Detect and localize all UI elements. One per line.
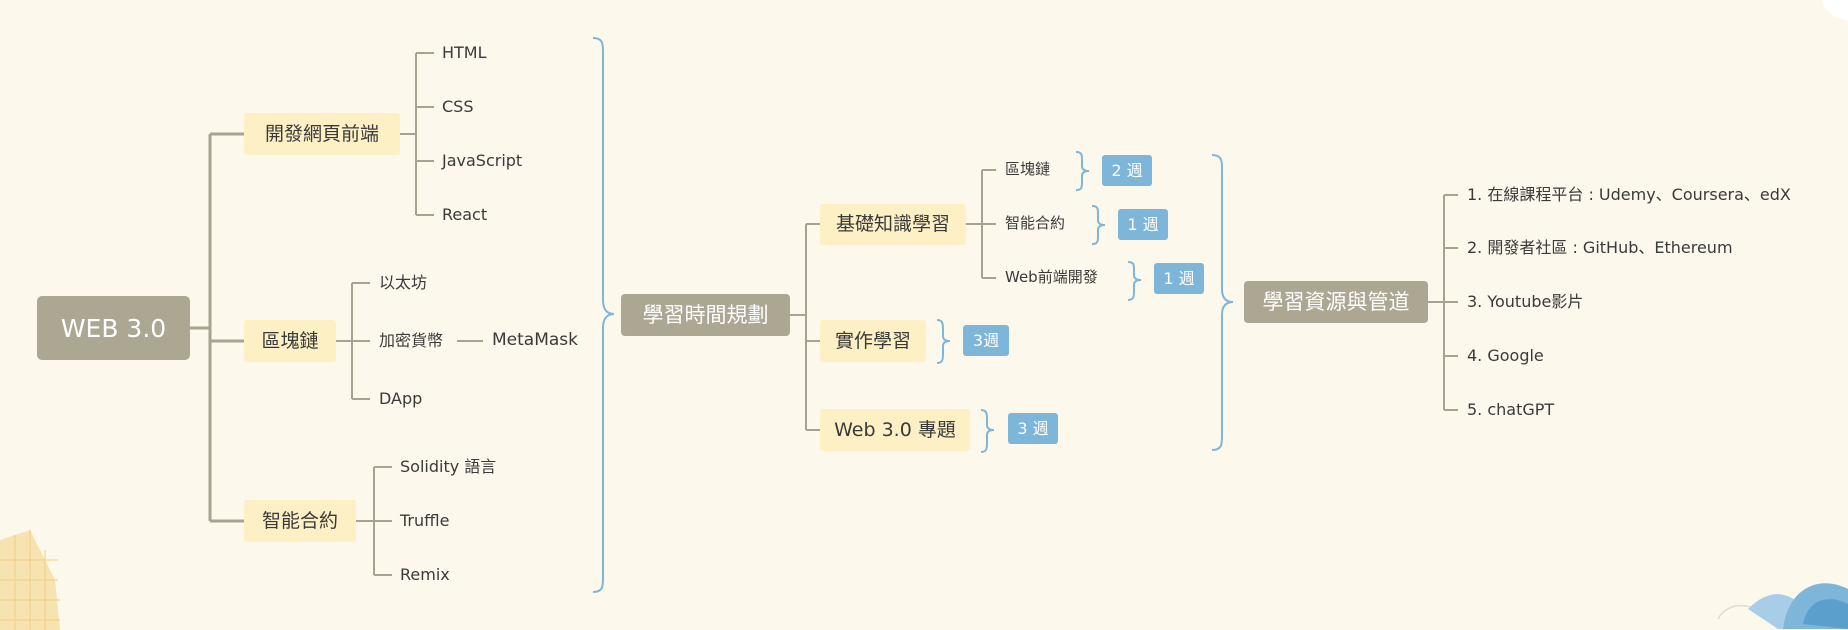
duration-badge-web-frontend: 1 週	[1154, 263, 1204, 294]
resource-item-2[interactable]: 2. 開發者社區 : GitHub、Ethereum	[1467, 238, 1733, 257]
basics-item-web-frontend[interactable]: Web前端開發	[1005, 268, 1098, 286]
resource-item-4[interactable]: 4. Google	[1467, 346, 1544, 365]
duration-badge-blockchain: 2 週	[1102, 155, 1152, 186]
grid-paper-decoration	[0, 530, 60, 630]
resource-item-1[interactable]: 1. 在線課程平台 : Udemy、Coursera、edX	[1467, 185, 1791, 204]
plan-basics[interactable]: 基礎知識學習	[820, 204, 966, 245]
duration-badge-practice: 3週	[963, 325, 1009, 356]
branch-frontend[interactable]: 開發網頁前端	[244, 113, 400, 155]
frontend-item-css[interactable]: CSS	[442, 97, 474, 116]
duration-badge-project: 3 週	[1008, 413, 1058, 444]
plan-project[interactable]: Web 3.0 專題	[820, 409, 970, 451]
frontend-item-react[interactable]: React	[442, 205, 488, 224]
blockchain-item-dapp[interactable]: DApp	[379, 389, 423, 408]
resource-item-3[interactable]: 3. Youtube影片	[1467, 292, 1584, 311]
resources-hub[interactable]: 學習資源與管道	[1244, 281, 1428, 323]
plan-practice[interactable]: 實作學習	[820, 320, 926, 362]
root-node[interactable]: WEB 3.0	[37, 296, 190, 360]
basics-item-blockchain[interactable]: 區塊鏈	[1005, 160, 1051, 178]
flower-decoration	[1717, 583, 1848, 629]
blockchain-item-crypto[interactable]: 加密貨幣	[379, 331, 444, 350]
contract-item-remix[interactable]: Remix	[400, 565, 450, 584]
basics-item-smart-contract[interactable]: 智能合約	[1005, 214, 1066, 232]
branch-smart-contract[interactable]: 智能合約	[244, 500, 356, 542]
blockchain-item-metamask[interactable]: MetaMask	[492, 330, 578, 350]
corner-button-decoration	[1821, 0, 1848, 20]
frontend-item-html[interactable]: HTML	[442, 43, 487, 62]
blockchain-item-ethereum[interactable]: 以太坊	[379, 273, 428, 292]
branch-blockchain[interactable]: 區塊鏈	[244, 320, 336, 362]
frontend-item-javascript[interactable]: JavaScript	[442, 151, 523, 170]
resource-item-5[interactable]: 5. chatGPT	[1467, 400, 1555, 419]
contract-item-truffle[interactable]: Truffle	[400, 511, 450, 530]
plan-hub[interactable]: 學習時間規劃	[621, 294, 790, 336]
contract-item-solidity[interactable]: Solidity 語言	[400, 457, 497, 476]
duration-badge-smart-contract: 1 週	[1118, 209, 1168, 240]
